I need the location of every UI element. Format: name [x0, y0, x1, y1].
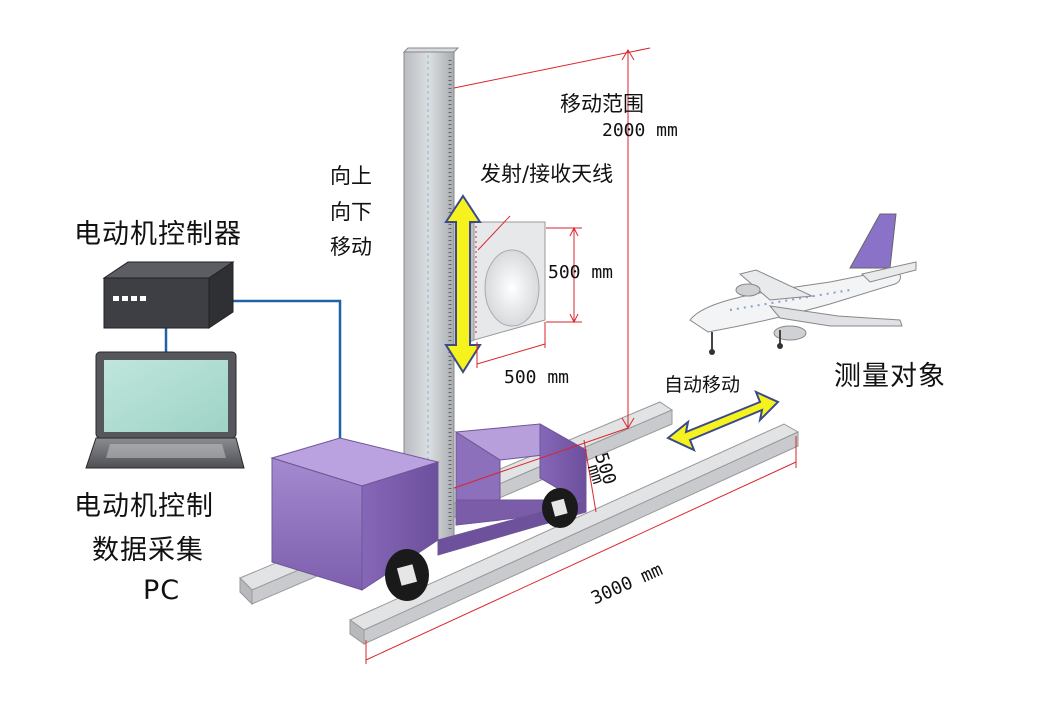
vertical-move-label-1: 向上 [330, 164, 372, 188]
range-title: 移动范围 [560, 92, 644, 116]
laptop [85, 351, 245, 469]
pc-label-line1: 电动机控制 [74, 491, 214, 522]
cart [270, 423, 588, 591]
antenna-width-label: 500 mm [504, 367, 570, 388]
vertical-move-arrow [444, 194, 482, 374]
vertical-move-label-3: 移动 [330, 235, 372, 259]
antenna [465, 221, 546, 345]
pc-label-line2: 数据采集 [92, 535, 204, 566]
rail-front [349, 423, 800, 645]
airplane [689, 213, 917, 355]
dimension-lines [365, 47, 797, 664]
range-value: 2000 mm [602, 120, 678, 141]
antenna-height-label: 500 mm [548, 262, 614, 283]
wheel-back [542, 488, 578, 528]
auto-move-arrow [666, 390, 780, 452]
cable [164, 299, 342, 438]
motor-controller-box [102, 261, 235, 329]
pc-label-line3: PC [143, 575, 181, 606]
auto-move-label: 自动移动 [664, 374, 741, 396]
wheel-front [385, 549, 429, 601]
antenna-label: 发射/接收天线 [480, 162, 614, 186]
target-label: 测量对象 [834, 361, 946, 392]
motor-controller-label: 电动机控制器 [74, 219, 242, 250]
vertical-move-label-2: 向下 [330, 200, 372, 224]
